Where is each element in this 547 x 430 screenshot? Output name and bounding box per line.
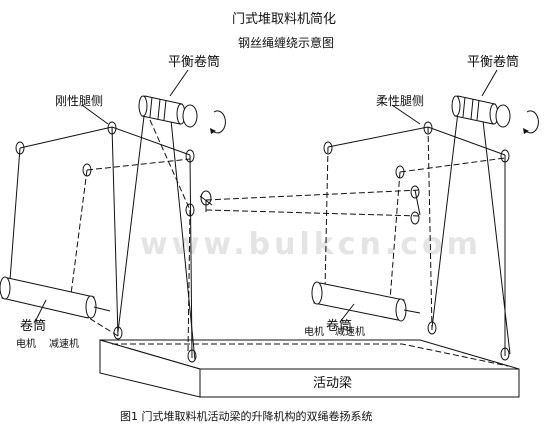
- balance-drum-left-label: 平衡卷筒: [168, 55, 221, 70]
- rigid-leg-label: 刚性腿侧: [55, 94, 104, 108]
- winch-drum-left: [0, 276, 111, 319]
- winch-drum-right: [311, 281, 421, 322]
- motor-right-label: 电机: [304, 327, 324, 338]
- diagram-title-line2: 钢丝绳缠绕示意图: [238, 36, 335, 50]
- motor-left-label: 电机: [16, 339, 36, 350]
- winch-drum-right-label: 卷筒: [326, 319, 353, 334]
- diagram-title-line1: 门式堆取料机简化: [232, 12, 337, 27]
- winch-drum-left-label: 卷筒: [20, 319, 47, 334]
- figure-caption: 图1 门式堆取料机活动梁的升降机构的双绳卷扬系统: [120, 410, 373, 423]
- balance-drum-right-label: 平衡卷筒: [467, 55, 520, 70]
- balance-drum-left: [138, 95, 198, 128]
- balance-drum-right: [451, 95, 511, 128]
- flexible-leg-label: 柔性腿侧: [376, 94, 425, 108]
- watermark: www.bulkcn.com: [140, 227, 482, 262]
- movable-beam-label: 活动梁: [313, 376, 353, 391]
- reducer-right-label: 减速机: [335, 327, 365, 338]
- reducer-left-label: 减速机: [49, 339, 79, 350]
- movable-beam: [99, 339, 520, 398]
